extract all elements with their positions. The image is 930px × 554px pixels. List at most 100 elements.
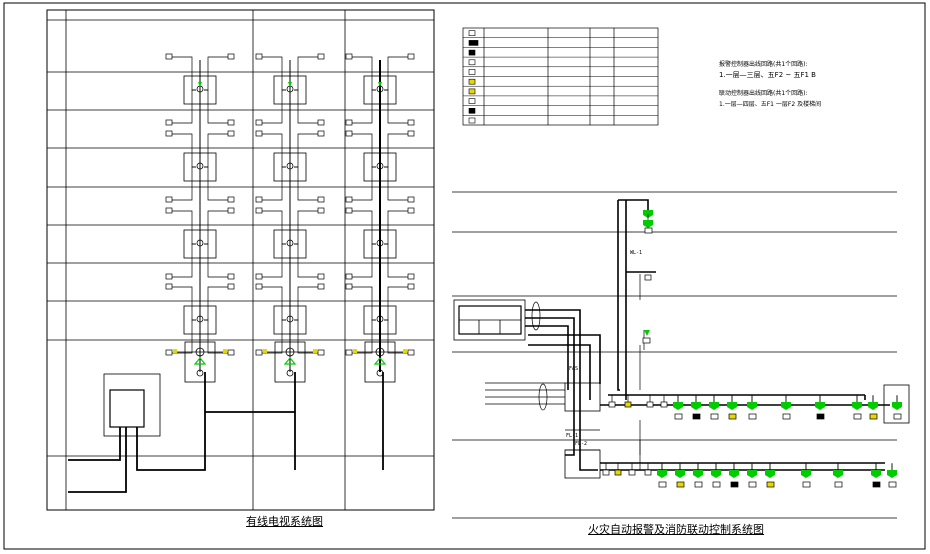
smoke-detector-icon	[657, 464, 667, 478]
smoke-detector-icon	[765, 464, 775, 478]
tv-outlet-icon	[227, 119, 235, 126]
fas-bus-cables	[525, 199, 890, 471]
tv-outlet-icon	[165, 207, 173, 214]
smoke-detector-icon	[644, 330, 650, 336]
branch-line	[294, 243, 318, 278]
tv-outlet-icon	[227, 283, 235, 290]
panel-tag: FAS	[569, 366, 579, 372]
branch-line	[172, 319, 196, 354]
branch-line	[172, 89, 196, 124]
tv-outlet-icon	[165, 349, 173, 356]
splitter-icon	[376, 315, 384, 323]
linkage-device-icon	[816, 413, 825, 420]
tap-box	[363, 305, 397, 335]
fire-alarm-control-panel	[453, 299, 526, 341]
tv-outlet-icon	[227, 207, 235, 214]
tv-outlet-icon	[165, 130, 173, 137]
fire-alarm-title: 火灾自动报警及消防联动控制系统图	[588, 523, 764, 536]
tap-box	[273, 152, 307, 182]
catv-floor-lines	[47, 71, 434, 457]
catv-distributor	[173, 341, 227, 383]
branch-line	[262, 166, 286, 201]
smoke-detector-icon	[747, 464, 757, 478]
linkage-device-icon	[692, 413, 701, 420]
smoke-detector-icon	[709, 396, 719, 410]
linkage-device-icon	[766, 481, 775, 488]
amplifier-icon	[373, 357, 387, 365]
bus-tag-lower: FL-2	[575, 441, 588, 447]
tv-outlet-icon	[165, 283, 173, 290]
splitter-icon	[196, 239, 204, 247]
smoke-detector-icon	[852, 396, 862, 410]
tap-box	[183, 229, 217, 259]
tv-outlet-icon	[407, 196, 415, 203]
legend-symbol-icon	[468, 69, 476, 75]
branch-line	[204, 243, 228, 278]
branch-line	[204, 319, 228, 354]
tv-outlet-icon	[317, 53, 325, 60]
branch-line	[204, 166, 228, 201]
input-module-icon	[608, 401, 616, 408]
legend-symbol-icon	[468, 117, 476, 124]
linkage-device-icon	[782, 413, 791, 420]
splitter-icon	[286, 239, 294, 247]
tv-outlet-icon	[165, 273, 173, 280]
catv-tap-unit	[345, 283, 415, 356]
smoke-detector-icon	[833, 464, 843, 478]
smoke-detector-icon	[673, 396, 683, 410]
tap-box	[273, 75, 307, 105]
input-module-icon	[646, 401, 654, 408]
catv-tap-unit	[255, 130, 325, 203]
splitter-icon	[376, 239, 384, 247]
branch-line	[352, 89, 376, 124]
linkage-device-icon	[728, 413, 737, 420]
distributor-box	[274, 341, 306, 383]
tv-outlet-icon	[317, 349, 325, 356]
branch-line	[262, 319, 286, 354]
splitter-icon	[286, 315, 294, 323]
distributor-box	[184, 341, 216, 383]
tv-outlet-icon	[227, 130, 235, 137]
smoke-detector-icon	[868, 396, 878, 410]
tv-outlet-icon	[407, 283, 415, 290]
amplifier-icon	[288, 82, 292, 87]
legend-symbol-icon	[468, 98, 476, 104]
note-group2-heading: 联动控制器出线回路(共1个回路):	[719, 90, 808, 97]
tv-outlet-icon	[255, 196, 263, 203]
catv-headend-cabinet	[103, 373, 161, 437]
catv-tap-unit	[255, 283, 325, 356]
legend-rows	[463, 30, 658, 124]
tv-outlet-icon	[227, 273, 235, 280]
tv-outlet-icon	[353, 349, 357, 353]
smoke-detector-icon	[887, 464, 897, 478]
fas-loop-devices	[602, 395, 902, 488]
branch-line	[172, 166, 196, 201]
tv-outlet-icon	[345, 53, 353, 60]
branch-line	[294, 166, 318, 201]
note-group1-line: 1.一层—三层、五F2 ~ 五F1 B	[719, 71, 816, 79]
linkage-device-icon	[748, 481, 757, 488]
legend-symbol-icon	[468, 108, 476, 114]
branch-line	[294, 89, 318, 124]
branch-line	[384, 89, 408, 124]
legend-symbol-icon	[468, 49, 476, 56]
linkage-device-icon	[893, 413, 902, 420]
smoke-detector-icon	[691, 396, 701, 410]
smoke-detector-icon	[727, 396, 737, 410]
amplifier-icon	[378, 82, 382, 87]
input-module-icon	[624, 401, 632, 408]
tv-outlet-icon	[345, 273, 353, 280]
branch-line	[204, 89, 228, 124]
tv-outlet-icon	[255, 119, 263, 126]
catv-tap-unit	[165, 283, 235, 356]
legend-symbol-icon	[468, 40, 479, 46]
module-icon	[644, 227, 653, 234]
legend-symbol-icon	[468, 78, 476, 85]
splitter-icon	[376, 162, 384, 170]
catv-distributor	[353, 341, 407, 383]
tv-outlet-icon	[255, 130, 263, 137]
linkage-device-icon	[853, 413, 862, 420]
tv-outlet-icon	[403, 349, 407, 353]
smoke-detector-icon	[643, 214, 653, 228]
riser-tag: WL-1	[630, 250, 643, 256]
